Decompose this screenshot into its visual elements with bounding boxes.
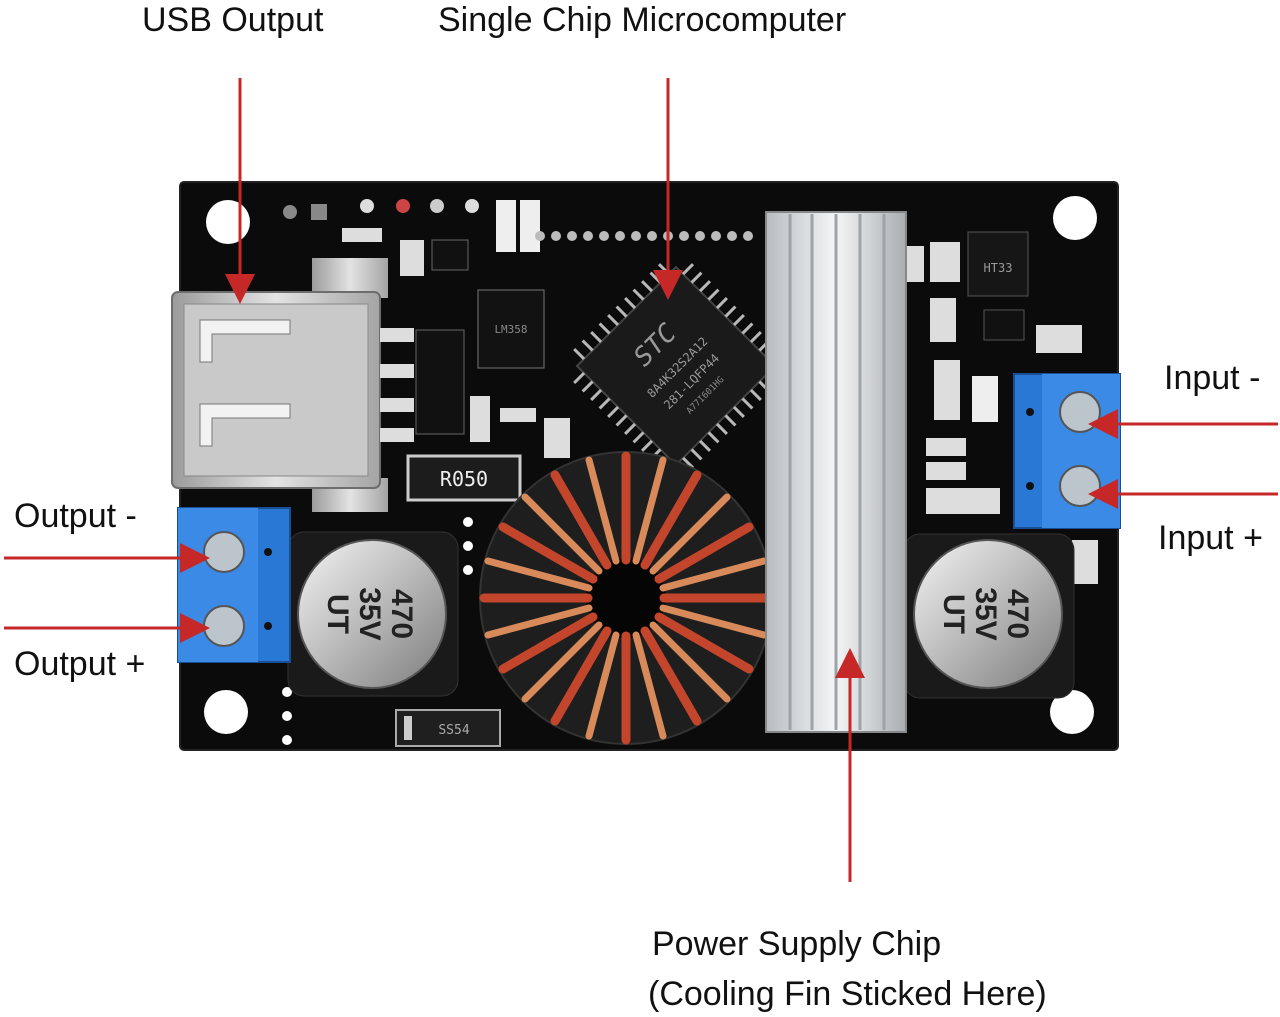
diode-marking: SS54 <box>438 723 469 738</box>
opamp-marking: LM358 <box>494 323 527 336</box>
screw-icon <box>1059 391 1101 433</box>
toroidal-inductor <box>479 451 773 745</box>
pin-header <box>535 231 753 241</box>
cap-right-series: UT <box>937 594 970 634</box>
regulator-marking: HT33 <box>984 261 1013 275</box>
cap-left-series: UT <box>321 594 354 634</box>
cap-right-value: 470 <box>1001 589 1034 639</box>
capacitor-right: 470 35V UT <box>903 533 1075 699</box>
label-power-chip-line2: (Cooling Fin Sticked Here) <box>648 975 1047 1013</box>
usb-port <box>171 258 414 512</box>
label-single-chip: Single Chip Microcomputer <box>438 1 847 39</box>
mounting-hole <box>1053 196 1097 240</box>
callout-arrows <box>4 78 1278 882</box>
schottky-diode: SS54 <box>395 709 501 747</box>
mounting-hole <box>206 200 250 244</box>
output-terminal-block <box>177 507 291 663</box>
label-input-minus: Input - <box>1164 359 1261 397</box>
label-power-chip-line1: Power Supply Chip <box>652 925 942 963</box>
microcontroller-chip: STC 8A4K32S2A12 281-LQFP44 A77I601HG <box>573 263 779 469</box>
screw-icon <box>203 531 245 573</box>
mounting-hole <box>1050 690 1094 734</box>
heatsink <box>765 211 907 733</box>
resistor-marking: R050 <box>440 467 488 491</box>
cap-left-voltage: 35V <box>353 587 386 640</box>
label-output-minus: Output - <box>14 497 137 535</box>
screw-icon <box>1059 465 1101 507</box>
screw-icon <box>203 605 245 647</box>
label-usb-output: USB Output <box>142 1 324 39</box>
sense-resistor: R050 <box>406 454 522 502</box>
cap-right-voltage: 35V <box>969 587 1002 640</box>
mounting-hole <box>204 690 248 734</box>
capacitor-left: 470 35V UT <box>287 531 459 697</box>
label-input-plus: Input + <box>1158 519 1263 557</box>
cap-left-value: 470 <box>385 589 418 639</box>
label-output-plus: Output + <box>14 645 146 683</box>
input-terminal-block <box>1013 373 1121 529</box>
